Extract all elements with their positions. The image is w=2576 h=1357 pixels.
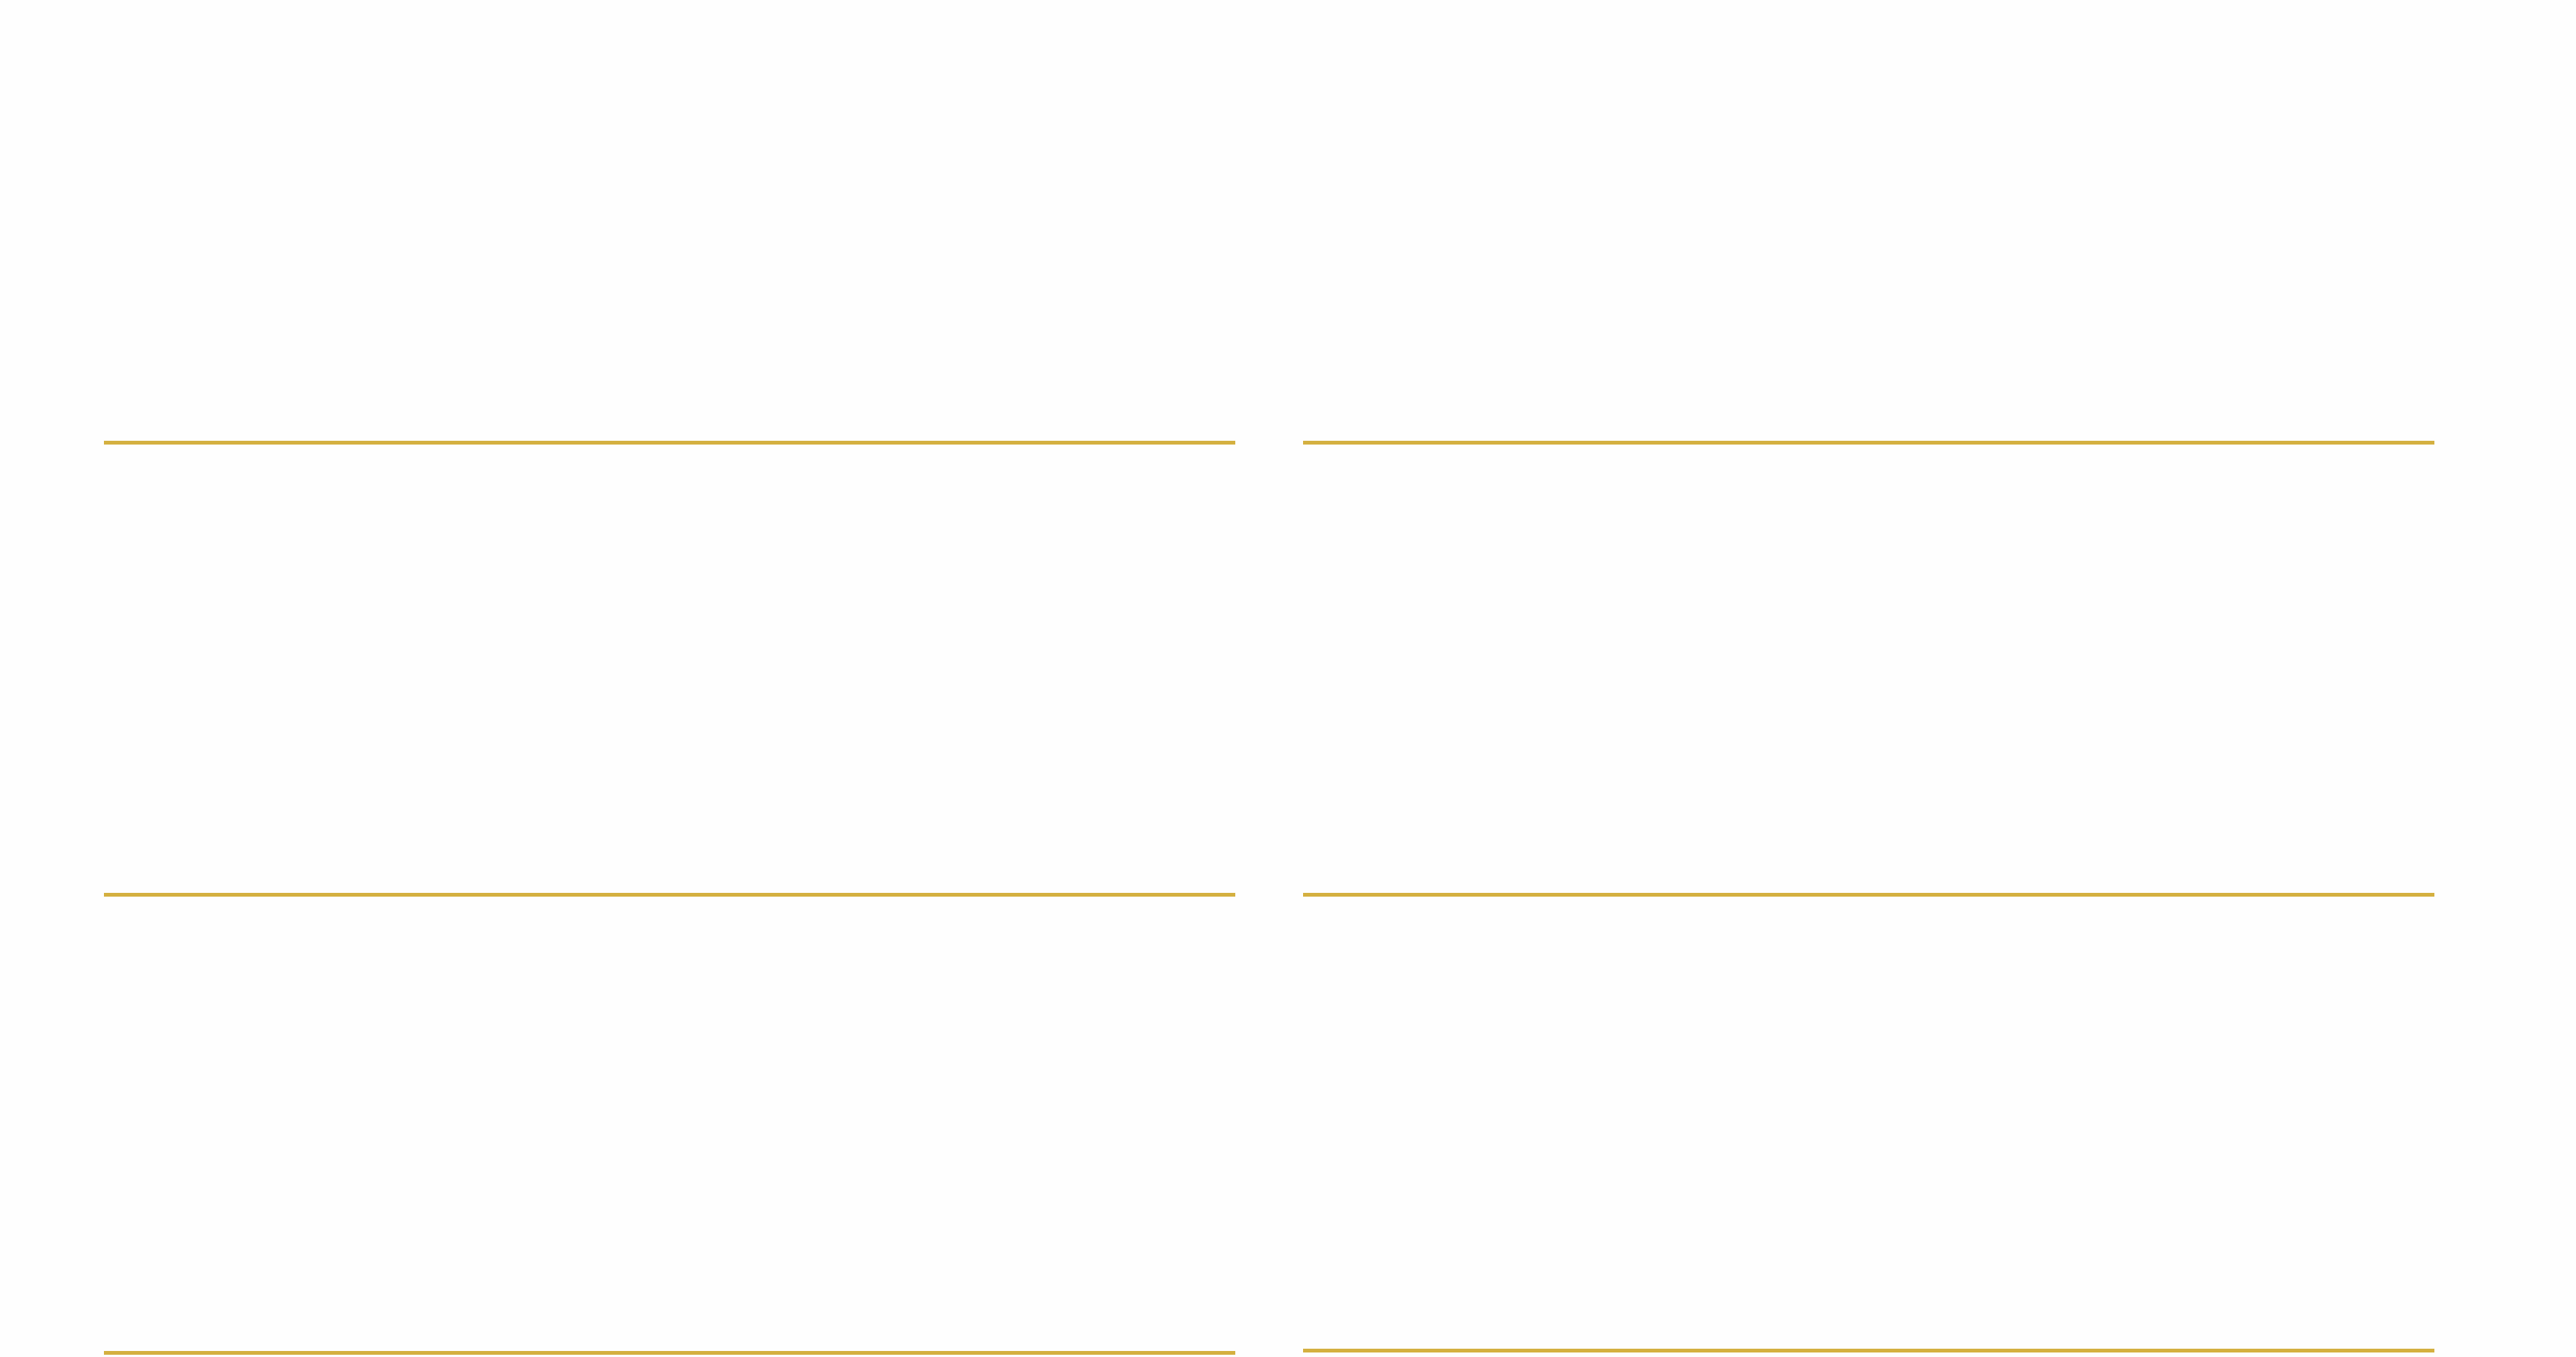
card-body	[104, 897, 1235, 1351]
card-body	[1303, 0, 2434, 441]
card-bottom-left	[104, 897, 1235, 1355]
card-body	[1303, 445, 2434, 893]
card-top-right	[1303, 0, 2434, 445]
card-top-left	[104, 0, 1235, 445]
card-middle-left	[104, 445, 1235, 897]
card-body	[104, 0, 1235, 441]
card-middle-right	[1303, 445, 2434, 897]
card-body	[104, 445, 1235, 893]
card-grid	[104, 0, 2434, 1357]
card-bottom-right	[1303, 897, 2434, 1352]
card-body	[1303, 897, 2434, 1349]
